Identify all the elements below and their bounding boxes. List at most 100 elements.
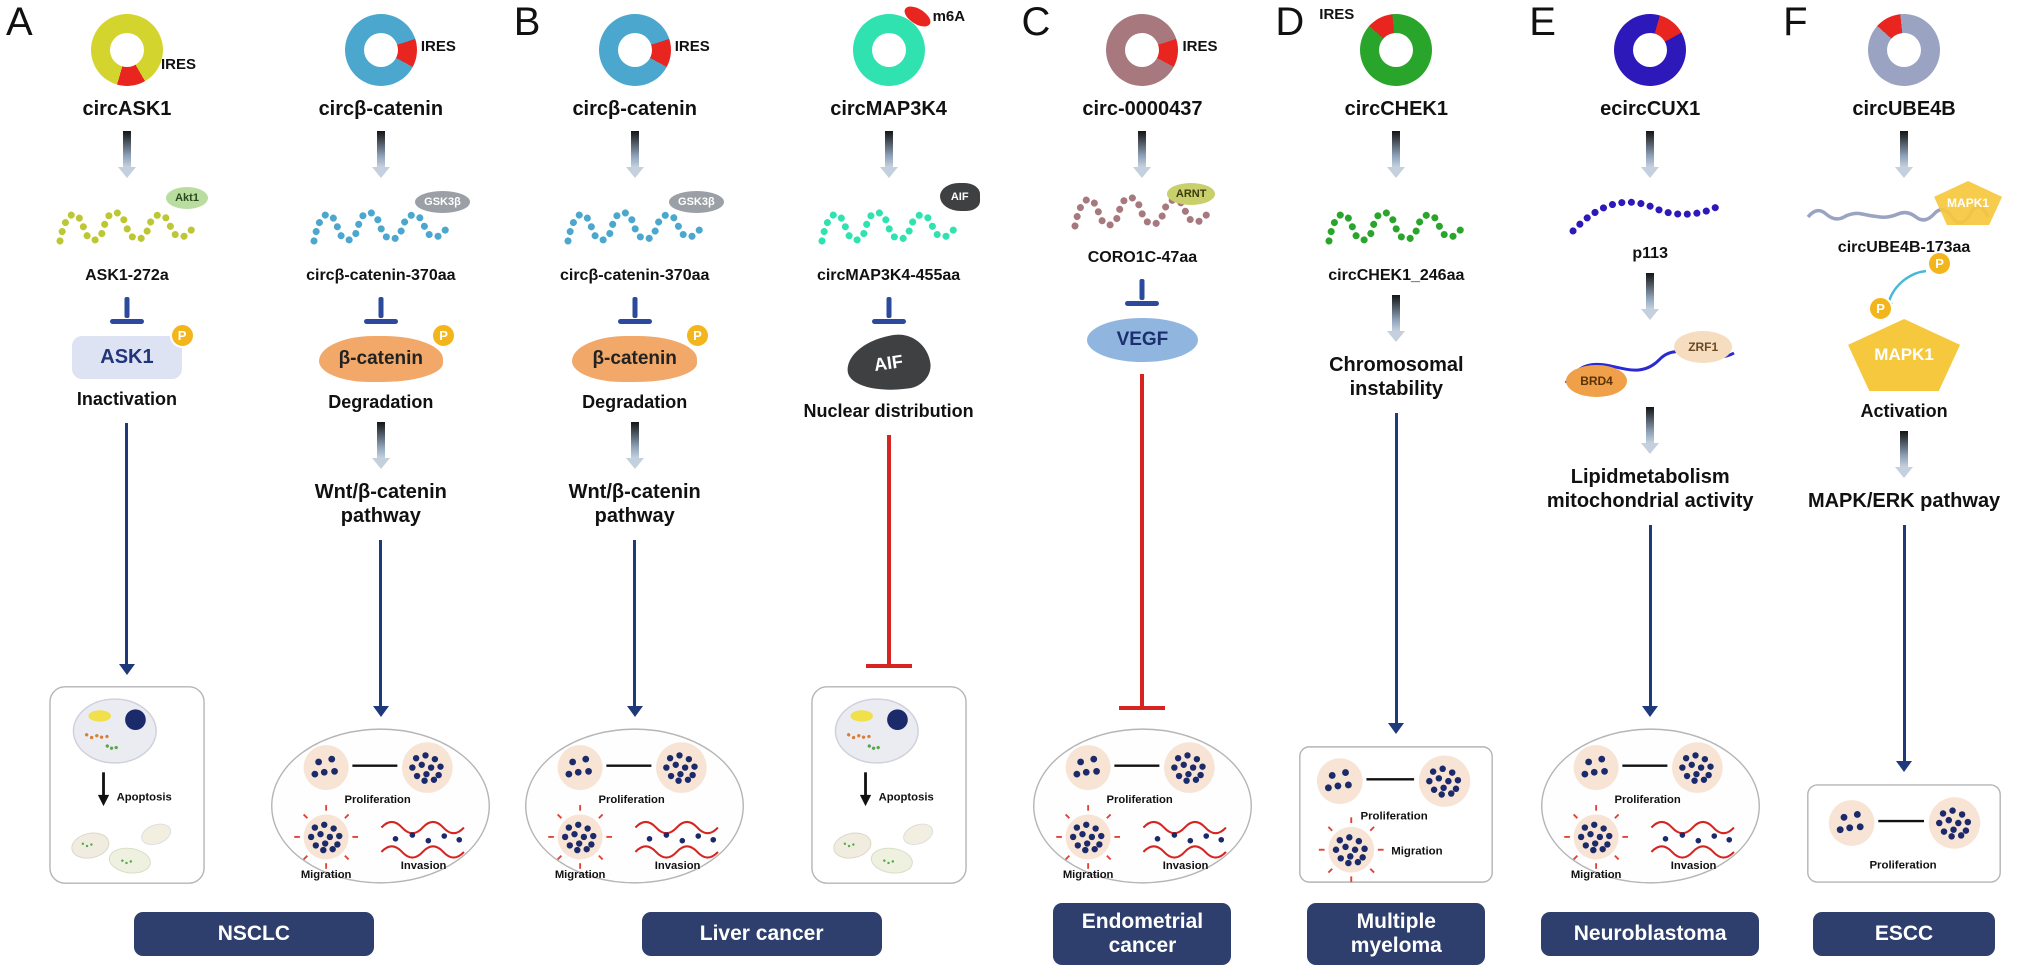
peptide-name: circMAP3K4-455aa xyxy=(816,267,961,284)
arnt-badge: ARNT xyxy=(1166,183,1216,205)
translation-arrow-icon xyxy=(1646,131,1655,167)
proliferation-label: Proliferation xyxy=(1361,810,1428,822)
step-arrow-icon xyxy=(1646,273,1655,309)
circrna-ring-icon xyxy=(1868,14,1941,86)
circbcatenin-donut: IRES xyxy=(344,14,456,86)
translation-arrow-icon xyxy=(376,131,385,167)
apoptosis-art: Apoptosis xyxy=(49,686,205,884)
column-circchek1: D IRES circCHEK1 circCHEK1_246aa Chromos… xyxy=(1269,0,1523,894)
peptide-name: circβ-catenin-370aa xyxy=(559,267,710,284)
peptide-squiggle: Akt1 xyxy=(52,187,208,265)
aif-badge: AIF xyxy=(939,183,980,211)
apoptosis-label: Apoptosis xyxy=(878,792,933,804)
peptide-name: circCHEK1_246aa xyxy=(1328,267,1465,284)
inhibition-tee-icon xyxy=(871,297,906,324)
peptide-squiggle: MAPK1 xyxy=(1804,181,2004,237)
cell-phenotype-art: Proliferation xyxy=(1807,784,2001,883)
migration-label: Migration xyxy=(301,869,352,881)
peptide-squiggle: GSK3β xyxy=(306,187,470,265)
invasion-label: Invasion xyxy=(1670,860,1716,872)
circrna-ring-icon xyxy=(90,14,163,86)
circchek1-donut: IRES xyxy=(1319,6,1433,86)
inhibition-tee-icon xyxy=(617,297,652,324)
inhibition-tee-icon xyxy=(1125,279,1160,306)
panel-label-d: D xyxy=(1275,0,1305,44)
translation-arrow-icon xyxy=(122,131,131,167)
translation-arrow-icon xyxy=(1138,131,1147,167)
gsk3b-badge: GSK3β xyxy=(669,191,724,213)
circrna-name: circβ-catenin xyxy=(318,98,444,120)
peptide-name: circβ-catenin-370aa xyxy=(306,267,456,284)
ires-label: IRES xyxy=(160,56,196,73)
ires-label: IRES xyxy=(1182,38,1218,55)
target-label: MAPK1 xyxy=(1848,319,1961,391)
step-arrow-icon xyxy=(1646,407,1655,443)
phospho-badge: P xyxy=(1868,296,1894,321)
circbcatenin-donut: IRES xyxy=(598,14,710,86)
migration-label: Migration xyxy=(1571,869,1622,881)
vegf-protein: VEGF xyxy=(1086,318,1199,362)
red-inhibition-icon xyxy=(886,434,891,668)
proliferation-label: Proliferation xyxy=(345,794,411,806)
invasion-label: Invasion xyxy=(401,860,447,872)
apoptosis-label: Apoptosis xyxy=(117,792,172,804)
translation-arrow-icon xyxy=(1900,131,1909,167)
peptide-name: circUBE4B-173aa xyxy=(1837,239,1971,256)
migration-label: Migration xyxy=(1392,846,1443,858)
circrna-name: circβ-catenin xyxy=(572,98,697,120)
pathway-text: MAPK/ERK pathway xyxy=(1807,489,2001,512)
outcome-arrow-icon xyxy=(1648,525,1652,706)
peptide-name: CORO1C-47aa xyxy=(1087,249,1198,266)
circrna-ring-icon xyxy=(1614,14,1687,86)
peptide-name: ASK1-272a xyxy=(85,267,169,284)
ires-label: IRES xyxy=(1319,6,1355,23)
migration-label: Migration xyxy=(1063,869,1114,881)
circrna-name: circMAP3K4 xyxy=(830,98,947,120)
ires-label: IRES xyxy=(420,38,456,55)
circmap3k4-donut: m6A xyxy=(852,2,965,86)
invasion-label: Invasion xyxy=(655,860,701,872)
effect-text: Nuclear distribution xyxy=(803,401,974,421)
phospho-badge: P xyxy=(431,323,457,348)
column-circask1: A IRES circASK1 Akt1 ASK1-272a ASK1 P In… xyxy=(0,0,254,894)
circrna-name: circ-0000437 xyxy=(1082,98,1203,120)
step-arrow-icon xyxy=(376,421,385,458)
peptide-squiggle: ARNT xyxy=(1067,183,1217,247)
squiggle-icon xyxy=(1321,187,1471,265)
peptide-name: p113 xyxy=(1632,245,1668,262)
ires-label: IRES xyxy=(674,38,710,55)
target-label: ASK1 xyxy=(100,346,154,368)
peptide-squiggle: AIF xyxy=(814,183,980,265)
circ0000437-donut: IRES xyxy=(1106,14,1217,86)
cell-phenotype-art: Proliferation Migration Invasion xyxy=(1032,728,1252,884)
panel-label-a: A xyxy=(6,0,33,44)
brd4-zrf1-complex: BRD4 ZRF1 xyxy=(1560,331,1740,397)
effect-text: Chromosomal instability xyxy=(1329,354,1464,400)
cancer-badge-liver: Liver cancer xyxy=(641,912,882,956)
translation-arrow-icon xyxy=(1392,131,1401,167)
circrna-name: circCHEK1 xyxy=(1344,98,1448,120)
beta-catenin-protein: β-catenin P xyxy=(572,323,710,382)
cancer-badge-neuroblastoma: Neuroblastoma xyxy=(1541,912,1760,956)
outcome-arrow-icon xyxy=(125,422,129,664)
step-arrow-icon xyxy=(1392,295,1401,331)
step-arrow-icon xyxy=(630,421,639,458)
effect-text: Degradation xyxy=(328,392,434,412)
invasion-label: Invasion xyxy=(1163,860,1209,872)
proliferation-label: Proliferation xyxy=(1106,794,1172,806)
translation-arrow-icon xyxy=(630,131,639,167)
circrna-name: ecircCUX1 xyxy=(1600,98,1701,120)
column-circbcatenin-liver: B IRES circβ-catenin GSK3β circβ-catenin… xyxy=(508,0,762,894)
target-label: AIF xyxy=(872,351,905,375)
beta-catenin-protein: β-catenin P xyxy=(318,323,457,382)
cell-phenotype-art: Proliferation Migration Invasion xyxy=(525,728,745,884)
effect-text: Activation xyxy=(1860,401,1948,421)
target-label: VEGF xyxy=(1116,329,1169,350)
target-label: β-catenin xyxy=(592,348,677,369)
gsk3b-badge: GSK3β xyxy=(415,191,470,213)
outcome-arrow-icon xyxy=(1394,413,1398,723)
mapk1-protein: MAPK1 xyxy=(1848,319,1961,391)
cancer-badge-endometrial: Endometrial cancer xyxy=(1053,902,1232,966)
cancer-badge-escc: ESCC xyxy=(1813,912,1996,956)
